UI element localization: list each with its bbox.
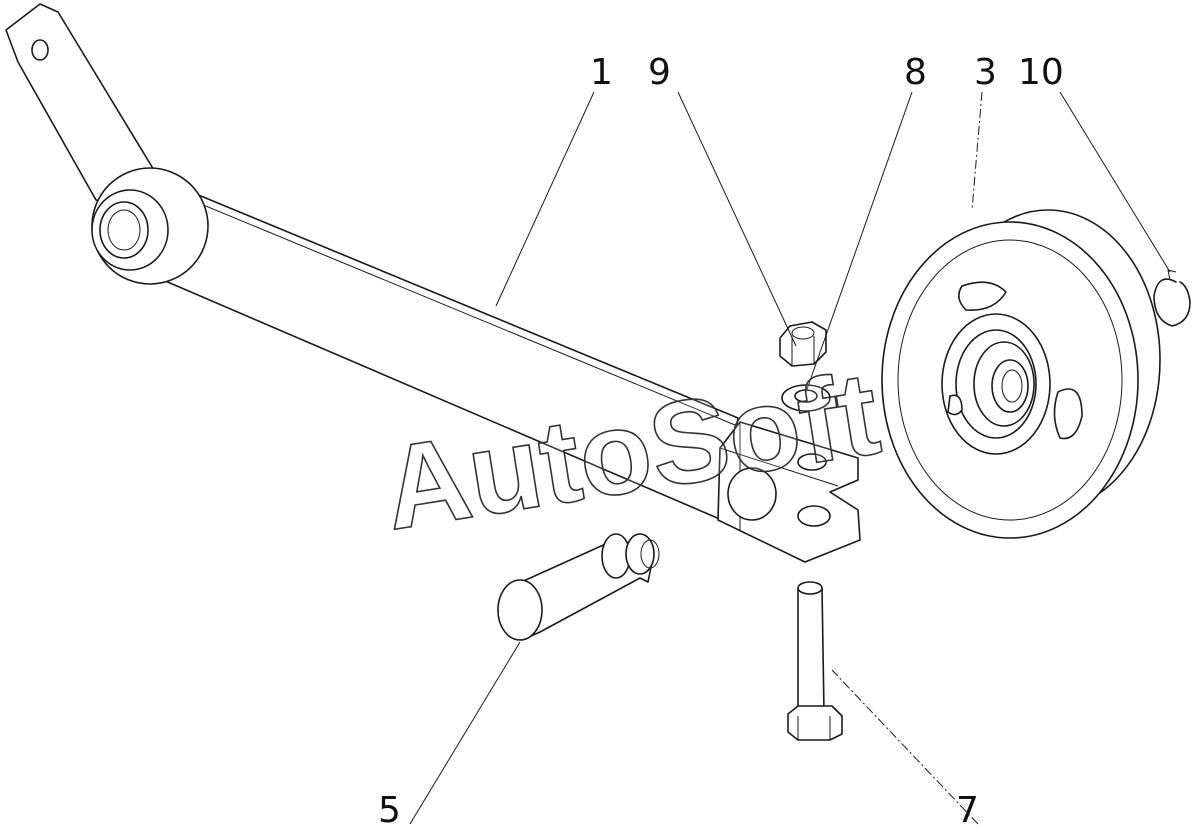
pulley-part-3: [881, 209, 1161, 539]
leader-1: [495, 91, 595, 307]
leader-3: [971, 91, 983, 211]
callout-8: 8: [904, 52, 927, 93]
washer-part-8: [781, 384, 831, 412]
tensioner-arm-part-1: [5, 3, 861, 563]
leader-5: [409, 641, 521, 825]
leader-9: [677, 91, 797, 347]
callout-numbers: 1 9 8 3 10 5 7: [378, 52, 1064, 831]
circlip-part-10: [1153, 269, 1191, 327]
callout-9: 9: [648, 52, 671, 93]
nut-part-9: [779, 321, 827, 367]
pin-part-5: [497, 533, 660, 641]
leader-8: [805, 91, 913, 393]
leader-10: [1059, 91, 1171, 273]
bolt-part-7: [787, 581, 843, 741]
callout-5: 5: [378, 790, 401, 831]
leader-7: [831, 669, 979, 825]
callout-10: 10: [1018, 52, 1064, 93]
callout-1: 1: [590, 52, 613, 93]
callout-7: 7: [956, 790, 979, 831]
leader-lines: [409, 91, 1171, 825]
callout-3: 3: [974, 52, 997, 93]
